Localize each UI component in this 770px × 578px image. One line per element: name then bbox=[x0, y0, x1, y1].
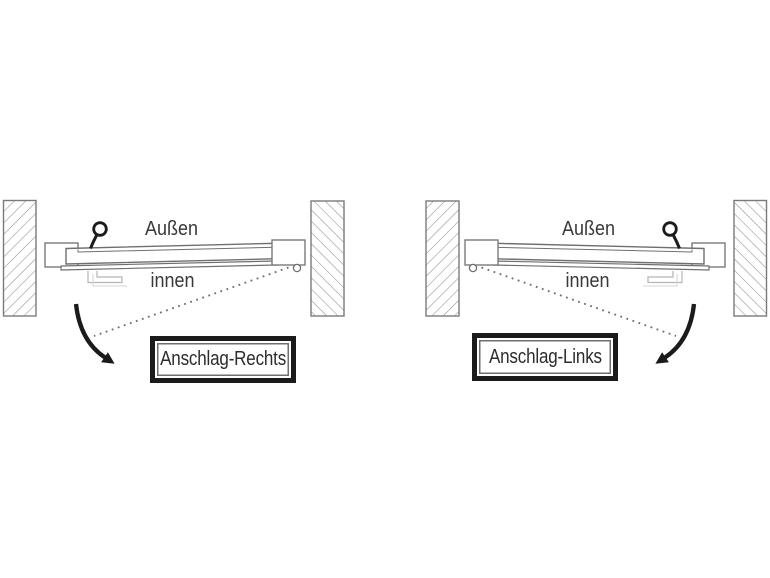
anschlag-links-box: Anschlag-Links bbox=[472, 333, 618, 381]
inside-label-left-hinged: innen bbox=[564, 270, 610, 292]
inside-label-right-hinged: innen bbox=[149, 270, 195, 292]
outside-label-left-hinged: Außen bbox=[561, 218, 615, 240]
anschlag-rechts-box: Anschlag-Rechts bbox=[150, 336, 296, 383]
anschlag-links-box-label: Anschlag-Links bbox=[488, 345, 602, 368]
anschlag-rechts-box-label: Anschlag-Rechts bbox=[160, 348, 286, 370]
outside-label-right-hinged: Außen bbox=[144, 218, 198, 240]
